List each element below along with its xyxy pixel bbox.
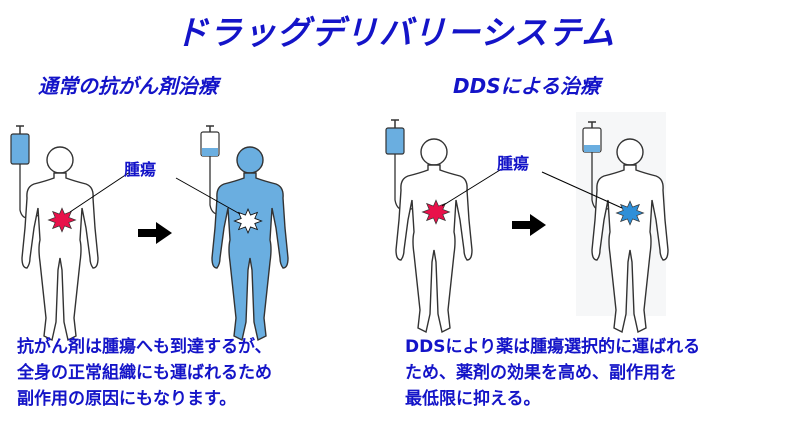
tumor-pointer-1b <box>69 171 131 213</box>
left-description-line-3: 副作用の原因にもなります。 <box>17 389 237 409</box>
patient-body-before <box>21 146 99 341</box>
right-description: DDSにより薬は腫瘍選択的に運ばれる ため、薬剤の効果を高め、副作用を 最低限に… <box>405 334 700 412</box>
right-description-line-3: 最低限に抑える。 <box>405 389 541 409</box>
right-description-line-1: DDSにより薬は腫瘍選択的に運ばれる <box>405 337 701 357</box>
left-heading: 通常の抗がん剤治療 <box>38 74 218 98</box>
iv-bag-2 <box>200 125 235 215</box>
patient-body-after <box>211 146 289 341</box>
arrow-right-icon <box>138 222 172 244</box>
arrow-right-icon-2 <box>512 214 546 236</box>
tumor-pointer-2 <box>441 169 501 207</box>
tumor-pointer-1 <box>175 177 241 215</box>
diagram-title: ドラッグデリバリーシステム <box>174 13 616 52</box>
tumor-blue <box>615 200 645 226</box>
left-tumor-label: 腫瘍 <box>124 160 157 179</box>
left-description: 抗がん剤は腫瘍へも到達するが、 全身の正常組織にも運ばれるため 副作用の原因にも… <box>17 334 272 412</box>
right-description-line-2: ため、薬剤の効果を高め、副作用を <box>405 363 677 383</box>
tumor-red-1 <box>47 207 77 233</box>
patient-body-dds-before <box>395 138 473 333</box>
right-tumor-label: 腫瘍 <box>497 154 530 173</box>
right-heading: DDSによる治療 <box>453 74 601 98</box>
left-description-line-2: 全身の正常組織にも運ばれるため <box>17 363 272 383</box>
left-description-line-1: 抗がん剤は腫瘍へも到達するが、 <box>17 337 272 357</box>
tumor-pointer-3 <box>541 171 623 209</box>
